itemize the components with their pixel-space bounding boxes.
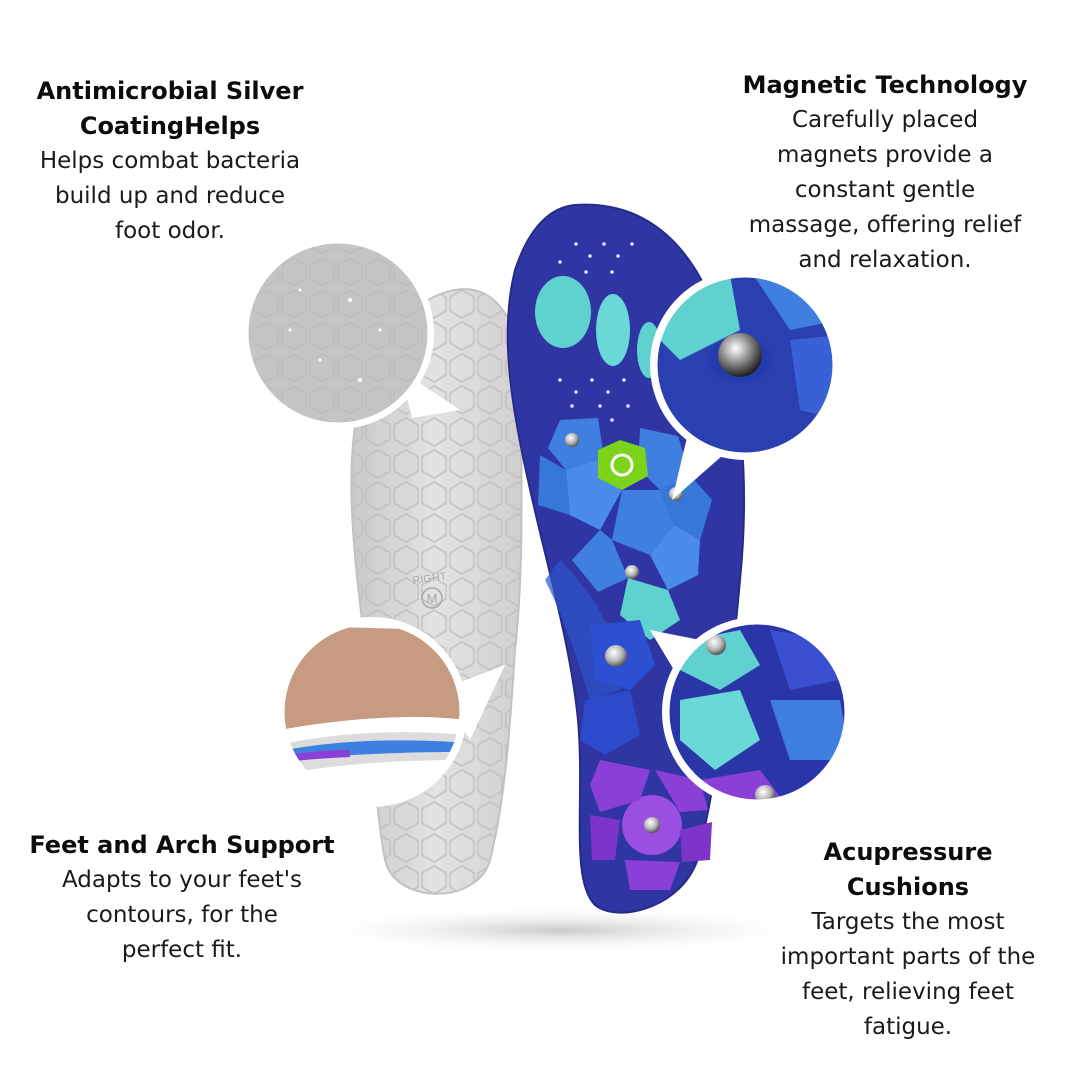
feature-antimicrobial: Antimicrobial Silver CoatingHelps Helps …	[20, 74, 320, 249]
size-marking-size: M	[427, 591, 438, 606]
desc-line: perfect fit.	[121, 937, 243, 963]
ventilation-dots	[558, 242, 634, 422]
feature-arch-desc: Adapts to your feet's contours, for the …	[22, 863, 342, 968]
desc-line: Targets the most	[811, 909, 1005, 935]
feature-arch-support: Feet and Arch Support Adapts to your fee…	[22, 828, 342, 968]
feature-acupressure-title: Acupressure Cushions	[823, 838, 993, 901]
desc-line: massage, offering relief	[748, 212, 1022, 238]
feature-arch-title: Feet and Arch Support	[29, 831, 335, 859]
size-marking: RIGHT M	[412, 571, 448, 609]
feature-antimicrobial-title: Antimicrobial Silver CoatingHelps	[20, 74, 320, 144]
feature-antimicrobial-title-line1: Antimicrobial Silver	[36, 77, 304, 105]
desc-line: fatigue.	[863, 1014, 953, 1040]
desc-line: contours, for the	[86, 902, 278, 928]
desc-line: build up and reduce	[54, 183, 285, 209]
feature-acupressure: Acupressure Cushions Targets the most im…	[762, 835, 1054, 1045]
desc-line: important parts of the	[780, 944, 1036, 970]
desc-line: Adapts to your feet's	[61, 867, 303, 893]
desc-line: constant gentle	[794, 177, 976, 203]
floor-shadow	[290, 906, 830, 954]
insole-magnets	[565, 433, 683, 833]
desc-line: Carefully placed	[791, 107, 979, 133]
feature-acupressure-desc: Targets the most important parts of the …	[762, 905, 1054, 1045]
feature-magnetic: Magnetic Technology Carefully placed mag…	[730, 68, 1040, 278]
desc-line: foot odor.	[115, 218, 225, 244]
desc-line: feet, relieving feet	[802, 979, 1014, 1005]
brand-logo-icon	[598, 440, 648, 490]
feature-antimicrobial-desc: Helps combat bacteria build up and reduc…	[20, 144, 320, 249]
size-marking-side: RIGHT	[412, 571, 448, 588]
desc-line: Helps combat bacteria	[39, 148, 301, 174]
silver-coating-callout	[242, 237, 460, 429]
forefoot-cushions	[538, 418, 712, 640]
feature-antimicrobial-title-line2: CoatingHelps	[79, 112, 261, 140]
acupressure-callout	[650, 617, 852, 807]
arch-support-callout	[277, 617, 505, 807]
desc-line: and relaxation.	[798, 247, 972, 273]
feature-magnetic-desc: Carefully placed magnets provide a const…	[730, 103, 1040, 278]
desc-line: magnets provide a	[777, 142, 993, 168]
feature-magnetic-title: Magnetic Technology	[742, 71, 1028, 99]
